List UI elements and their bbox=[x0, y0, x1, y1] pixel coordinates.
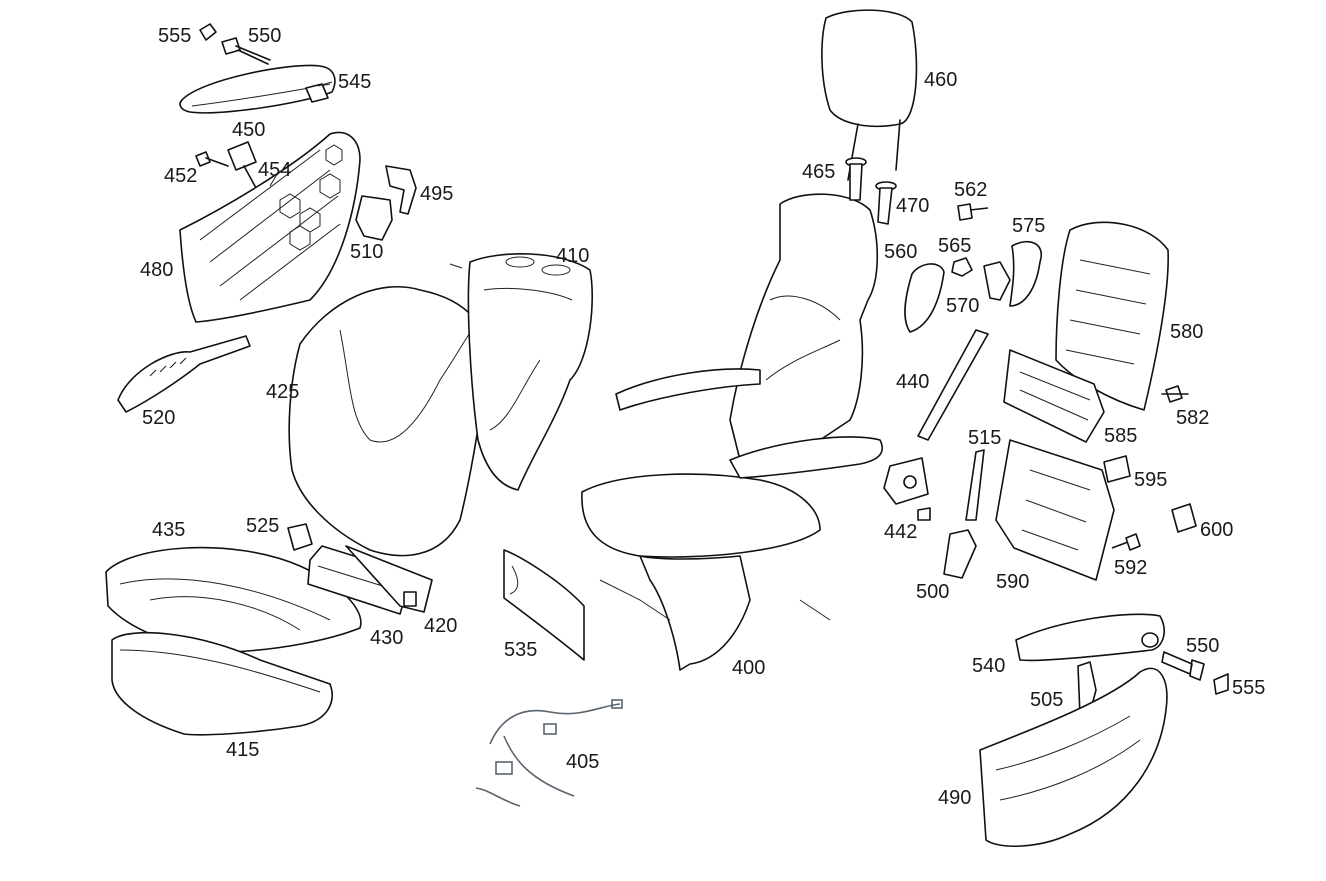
part-410-back-shell bbox=[467, 253, 593, 491]
part-540-armrest bbox=[1015, 613, 1165, 662]
callout-490: 490 bbox=[938, 787, 971, 809]
callout-545: 545 bbox=[338, 71, 371, 93]
part-495-bracket bbox=[385, 165, 417, 215]
callout-400: 400 bbox=[732, 657, 765, 679]
callout-555a: 555 bbox=[158, 25, 191, 47]
leader-lines bbox=[269, 81, 463, 269]
part-580-back-panel bbox=[1055, 221, 1169, 411]
part-400-seat-assembly bbox=[581, 193, 884, 671]
callout-515: 515 bbox=[968, 427, 1001, 449]
part-582-clip bbox=[1161, 385, 1189, 403]
part-550-bolt-right bbox=[1161, 651, 1205, 681]
callout-405: 405 bbox=[566, 751, 599, 773]
part-560-cover bbox=[904, 263, 945, 333]
part-550-bolt bbox=[221, 37, 271, 65]
callout-575: 575 bbox=[1012, 215, 1045, 237]
callout-452: 452 bbox=[164, 165, 197, 187]
callout-600: 600 bbox=[1200, 519, 1233, 541]
part-510-bracket bbox=[355, 195, 393, 241]
part-490-side-cover bbox=[979, 667, 1168, 848]
callout-570: 570 bbox=[946, 295, 979, 317]
part-590-mechanism bbox=[995, 439, 1115, 581]
callout-454: 454 bbox=[258, 159, 291, 181]
callout-592: 592 bbox=[1114, 557, 1147, 579]
callout-560: 560 bbox=[884, 241, 917, 263]
part-470-guide bbox=[875, 181, 897, 225]
part-442-retractor bbox=[883, 457, 931, 521]
part-535-panel bbox=[503, 549, 585, 661]
callout-450: 450 bbox=[232, 119, 265, 141]
callout-420: 420 bbox=[424, 615, 457, 637]
callout-510: 510 bbox=[350, 241, 383, 263]
part-525-clip bbox=[287, 523, 313, 551]
part-425-back-cushion bbox=[288, 286, 489, 557]
part-405-wiring-harness bbox=[475, 699, 623, 807]
callout-440: 440 bbox=[896, 371, 929, 393]
callout-595: 595 bbox=[1134, 469, 1167, 491]
part-452-screw bbox=[195, 151, 229, 167]
part-555-cap-right bbox=[1213, 673, 1229, 695]
part-600-vent bbox=[1171, 503, 1197, 533]
callout-labels: 555 550 545 450 452 454 495 510 480 520 … bbox=[140, 25, 1265, 809]
callout-562: 562 bbox=[954, 179, 987, 201]
callout-430: 430 bbox=[370, 627, 403, 649]
part-440-belt bbox=[917, 329, 989, 441]
part-450-buckle bbox=[227, 141, 257, 189]
callout-555b: 555 bbox=[1232, 677, 1265, 699]
callout-425: 425 bbox=[266, 381, 299, 403]
callout-505: 505 bbox=[1030, 689, 1063, 711]
part-570-bracket bbox=[983, 261, 1011, 301]
part-520-rail bbox=[117, 335, 251, 413]
callout-480: 480 bbox=[140, 259, 173, 281]
callout-540: 540 bbox=[972, 655, 1005, 677]
part-465-guide bbox=[845, 157, 867, 201]
part-592-screw bbox=[1111, 533, 1141, 551]
callout-435: 435 bbox=[152, 519, 185, 541]
part-575-trim bbox=[1009, 240, 1043, 307]
callout-582: 582 bbox=[1176, 407, 1209, 429]
part-595-vent bbox=[1103, 455, 1131, 483]
callout-535: 535 bbox=[504, 639, 537, 661]
callout-410: 410 bbox=[556, 245, 589, 267]
part-545-armrest bbox=[179, 64, 336, 114]
callout-465: 465 bbox=[802, 161, 835, 183]
callout-470: 470 bbox=[896, 195, 929, 217]
part-562-screw bbox=[957, 203, 989, 221]
part-555-cap bbox=[199, 23, 217, 41]
part-500-bracket bbox=[943, 529, 977, 579]
callout-550a: 550 bbox=[248, 25, 281, 47]
part-585-mechanism bbox=[1003, 349, 1105, 443]
part-420-module bbox=[345, 545, 433, 613]
part-480-side-panel bbox=[179, 131, 361, 323]
callout-585: 585 bbox=[1104, 425, 1137, 447]
part-515-strip bbox=[965, 449, 985, 521]
callout-525: 525 bbox=[246, 515, 279, 537]
callout-442: 442 bbox=[884, 521, 917, 543]
callout-590: 590 bbox=[996, 571, 1029, 593]
callout-565: 565 bbox=[938, 235, 971, 257]
callout-460: 460 bbox=[924, 69, 957, 91]
part-565-knob bbox=[951, 257, 973, 277]
callout-500: 500 bbox=[916, 581, 949, 603]
callout-495: 495 bbox=[420, 183, 453, 205]
callout-580: 580 bbox=[1170, 321, 1203, 343]
callout-550b: 550 bbox=[1186, 635, 1219, 657]
part-415-seat-base bbox=[111, 632, 333, 736]
callout-520: 520 bbox=[142, 407, 175, 429]
callout-415: 415 bbox=[226, 739, 259, 761]
part-460-headrest bbox=[821, 9, 918, 181]
